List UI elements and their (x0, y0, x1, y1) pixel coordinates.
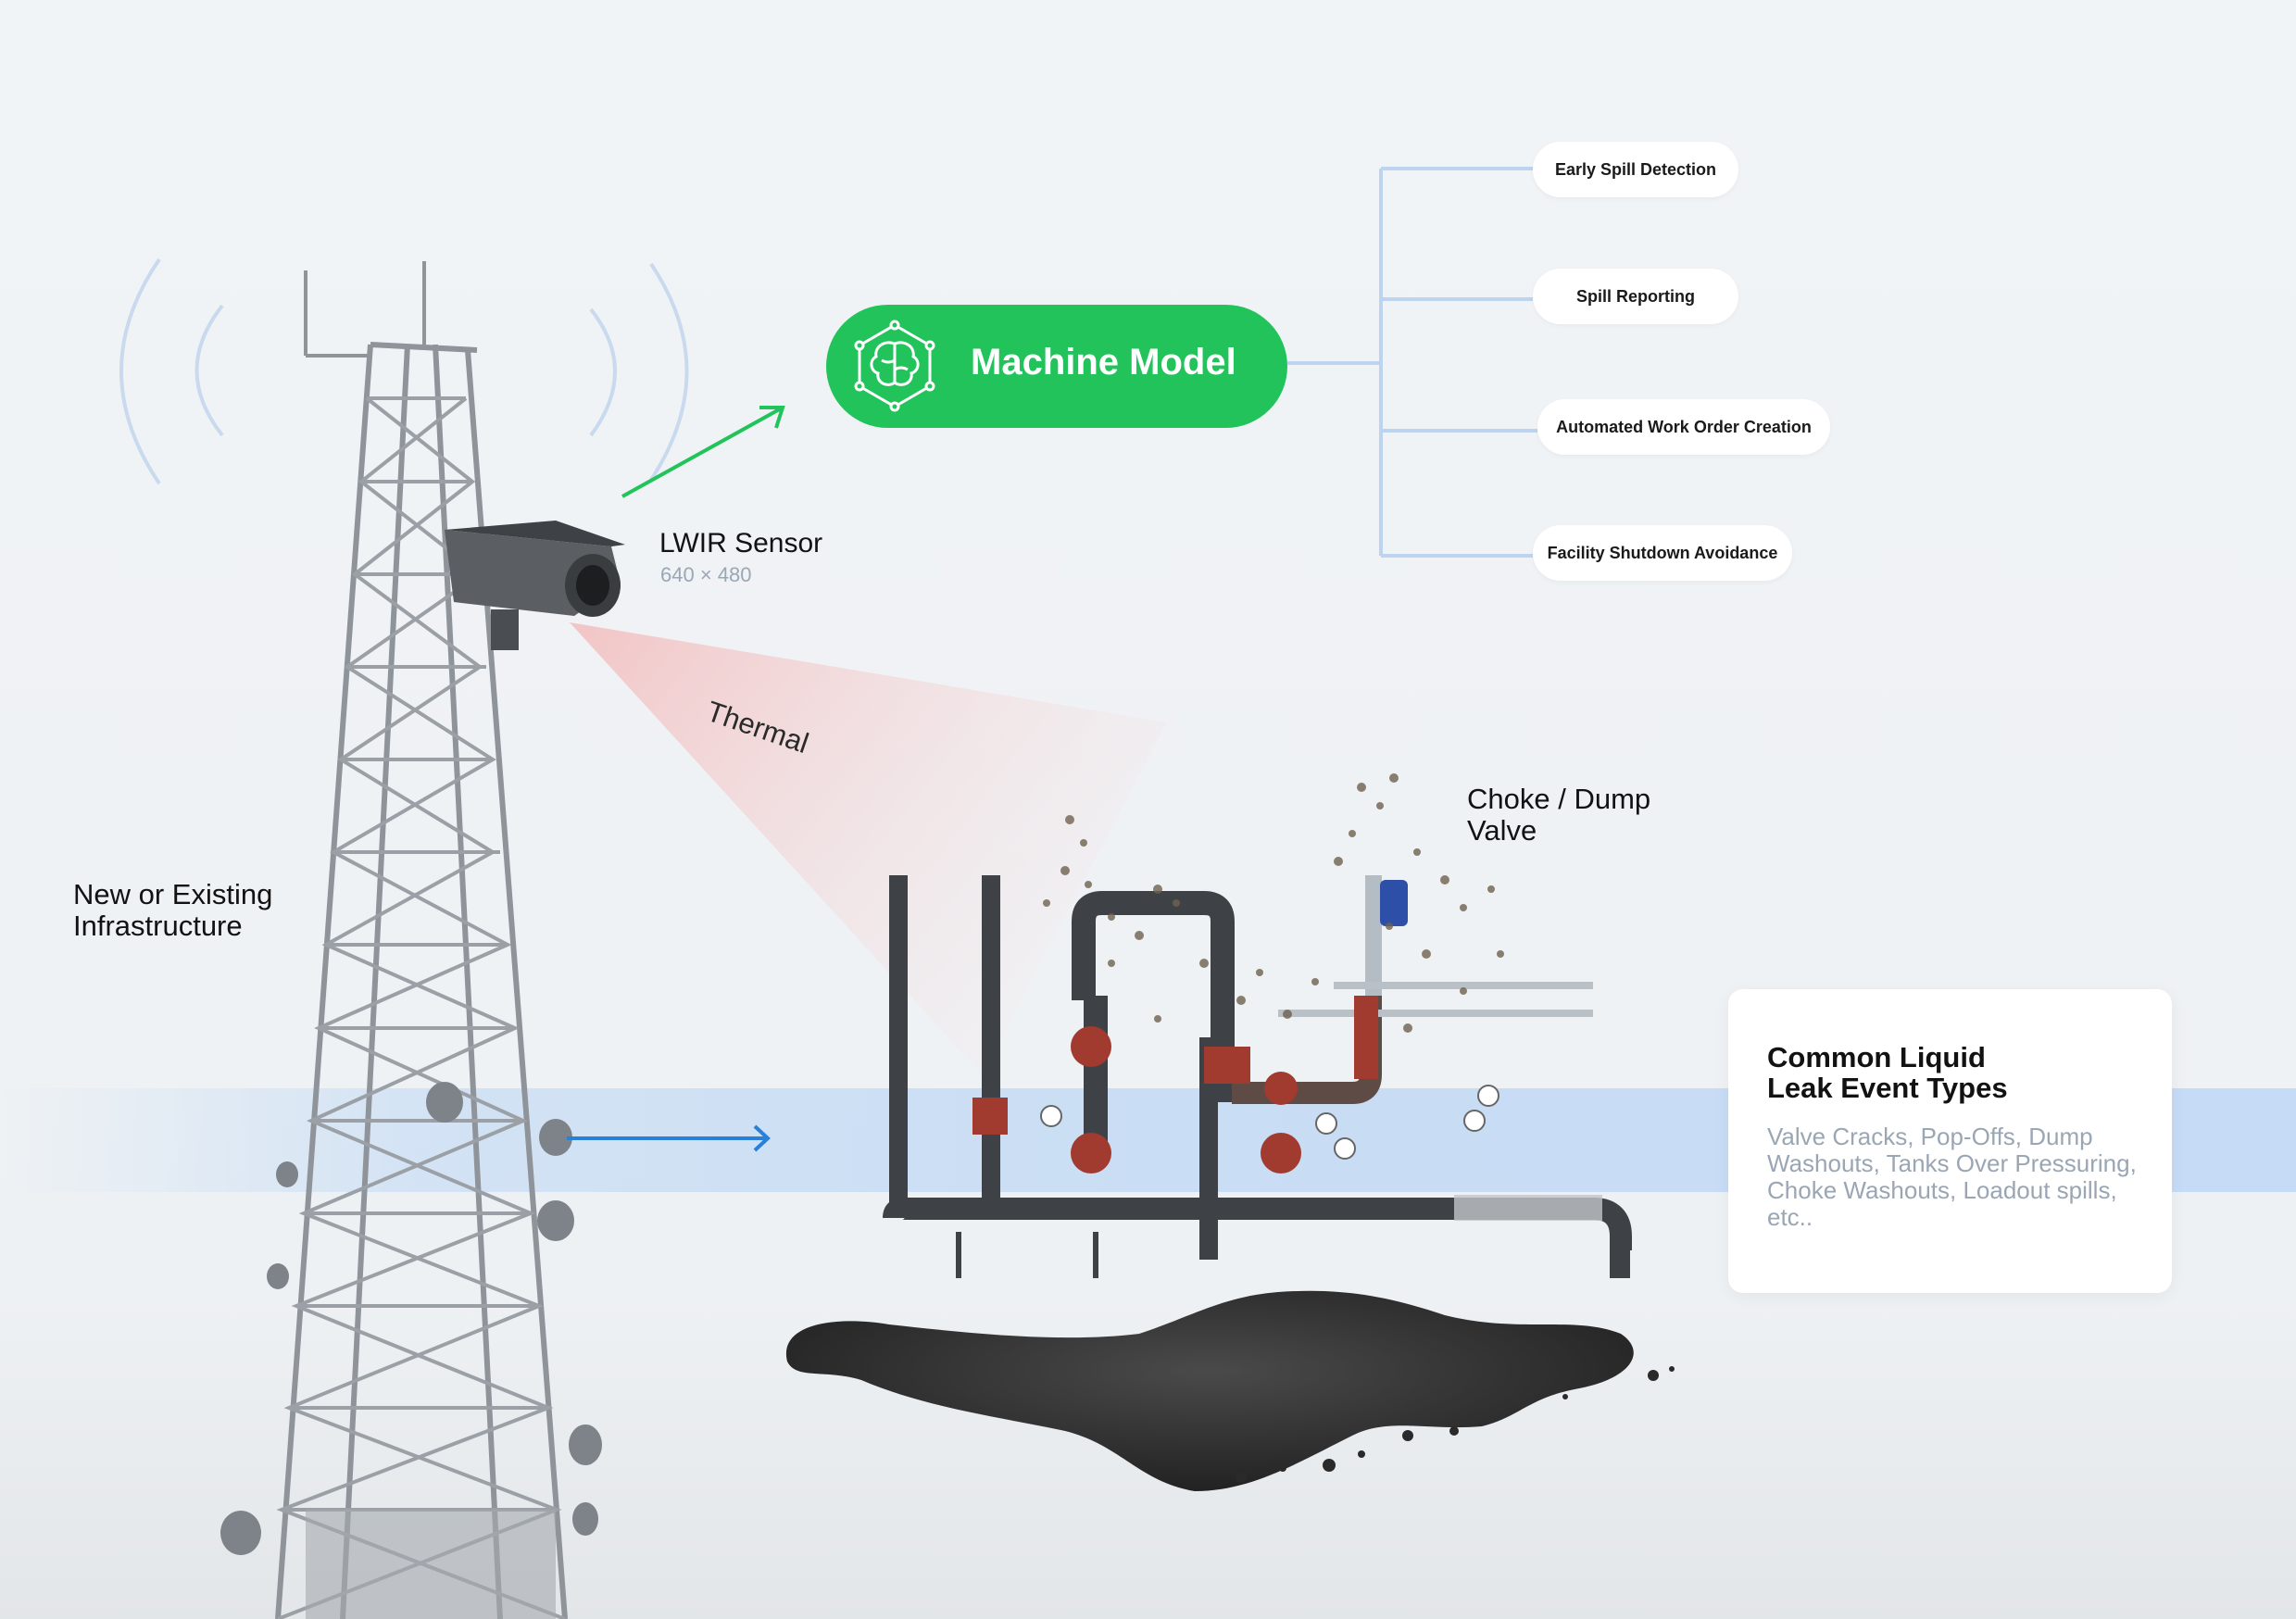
leak-types-card: Common Liquid Leak Event Types Valve Cra… (1728, 989, 2172, 1293)
detect-arrow-icon (567, 1124, 771, 1152)
brain-network-icon (854, 320, 935, 412)
outcome-facility-shutdown-avoidance: Facility Shutdown Avoidance (1533, 525, 1792, 581)
oil-spill-icon (785, 1290, 1634, 1491)
antenna-dish-icon (220, 1082, 602, 1555)
tower-platform (306, 1510, 556, 1619)
outcome-spill-reporting: Spill Reporting (1533, 269, 1738, 324)
leak-spray-icon (1043, 773, 1504, 1033)
sensor-title: LWIR Sensor (659, 528, 823, 558)
upload-arrow-icon (621, 406, 785, 498)
tower-icon (275, 261, 568, 1619)
valve-label: Choke / Dump Valve (1467, 783, 1651, 847)
oil-droplets (1236, 1366, 1675, 1483)
radio-wave-icon (119, 257, 689, 485)
outcome-early-spill-detection: Early Spill Detection (1533, 142, 1738, 197)
infrastructure-label: New or Existing Infrastructure (73, 878, 273, 942)
outcome-automated-work-order: Automated Work Order Creation (1537, 399, 1830, 455)
thermal-beam (570, 622, 1167, 1074)
sensor-resolution: 640 × 480 (660, 563, 752, 586)
leak-card-title: Common Liquid Leak Event Types (1767, 1041, 2008, 1104)
machine-model-node: Machine Model (826, 305, 1287, 428)
camera-icon (445, 521, 625, 650)
outcome-connectors (1287, 167, 1537, 558)
leak-card-body: Valve Cracks, Pop-Offs, Dump Washouts, T… (1767, 1123, 2137, 1231)
pipe-manifold-icon (883, 875, 1632, 1278)
machine-model-label: Machine Model (971, 342, 1236, 383)
